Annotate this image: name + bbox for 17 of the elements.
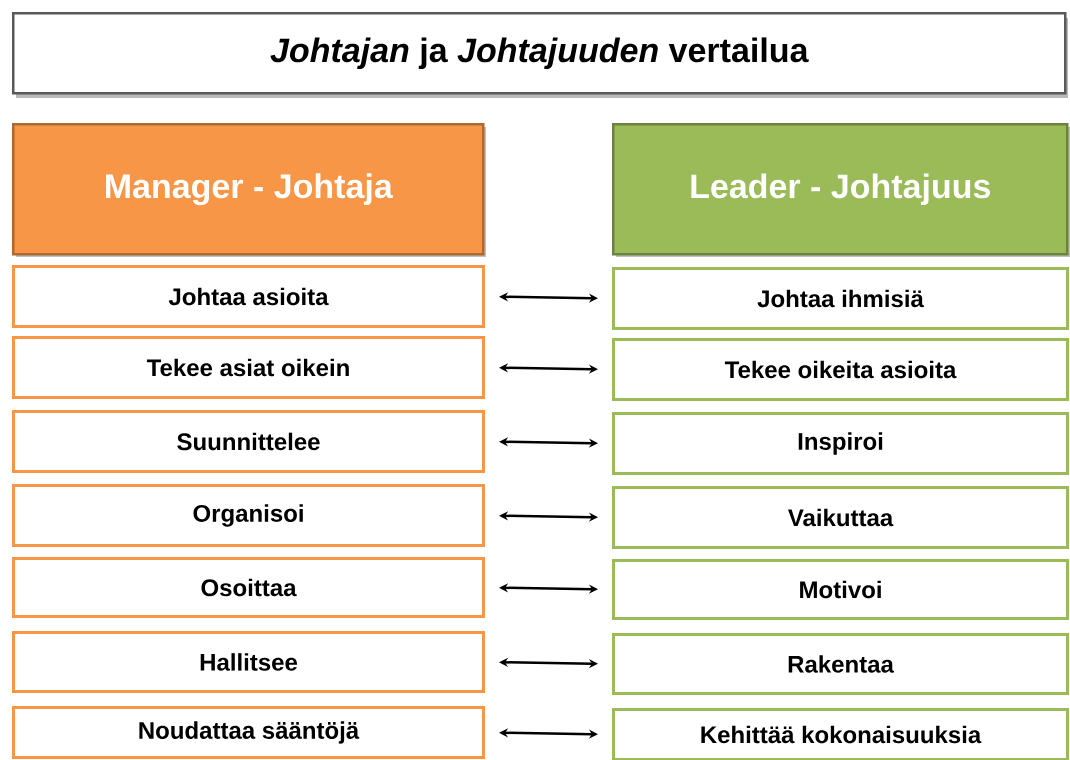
item-box: Noudattaa sääntöjä bbox=[12, 706, 485, 759]
column-header: Leader - Johtajuus bbox=[612, 123, 1070, 257]
item-box: Johtaa asioita bbox=[12, 265, 485, 328]
item-box: Hallitsee bbox=[12, 631, 485, 693]
column-header: Manager - Johtaja bbox=[12, 123, 486, 257]
item-box: Suunnittelee bbox=[12, 410, 485, 473]
title-box: Johtajan ja Johtajuuden vertailua bbox=[12, 12, 1068, 98]
item-box: Motivoi bbox=[612, 559, 1069, 620]
item-box: Kehittää kokonaisuuksia bbox=[612, 708, 1069, 760]
item-box: Inspiroi bbox=[612, 412, 1069, 475]
item-box: Tekee asiat oikein bbox=[12, 336, 485, 399]
item-box: Tekee oikeita asioita bbox=[612, 338, 1069, 401]
item-box: Johtaa ihmisiä bbox=[612, 267, 1069, 330]
item-box: Vaikuttaa bbox=[612, 486, 1069, 549]
item-box: Osoittaa bbox=[12, 557, 485, 618]
item-box: Organisoi bbox=[12, 484, 485, 547]
item-box: Rakentaa bbox=[612, 633, 1069, 695]
